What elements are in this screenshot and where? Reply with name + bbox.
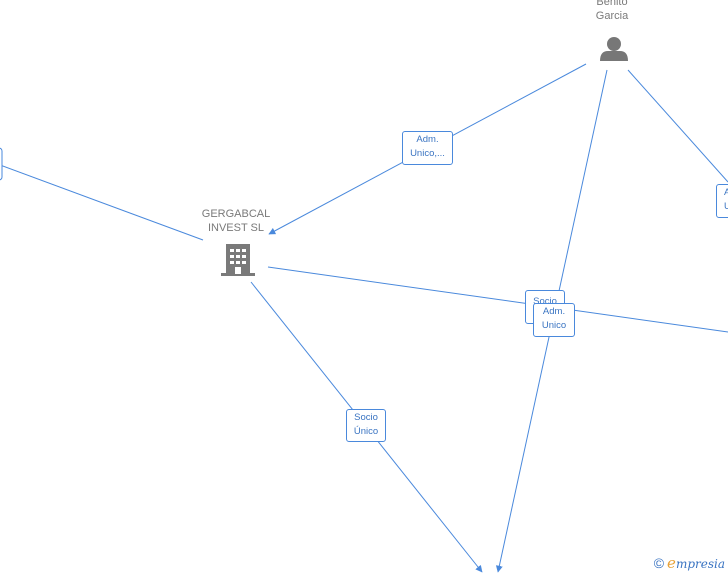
empresia-watermark: © empresia bbox=[654, 554, 725, 572]
edge-label-left-partial[interactable] bbox=[0, 147, 3, 181]
building-icon[interactable] bbox=[221, 244, 255, 276]
edge-person-to-right bbox=[627, 69, 728, 183]
edge-label-adm-unico[interactable]: Adm. Unico,... bbox=[402, 131, 453, 165]
edge-label-socio-unico[interactable]: Socio Único bbox=[346, 409, 386, 442]
company-node-label[interactable]: GERGABCAL INVEST SL bbox=[201, 208, 271, 234]
person-node-label[interactable]: Benito Garcia bbox=[595, 0, 629, 22]
edge-left-to-company bbox=[0, 164, 204, 241]
person-icon[interactable] bbox=[600, 37, 628, 61]
edge-company-to-right bbox=[267, 266, 728, 333]
edge-label-right-partial[interactable]: A U bbox=[716, 184, 728, 218]
empresia-logo: empresia bbox=[667, 554, 725, 572]
edge-label-adm-unico-2[interactable]: Adm. Unico bbox=[533, 303, 575, 337]
copyright-symbol: © bbox=[653, 555, 665, 571]
